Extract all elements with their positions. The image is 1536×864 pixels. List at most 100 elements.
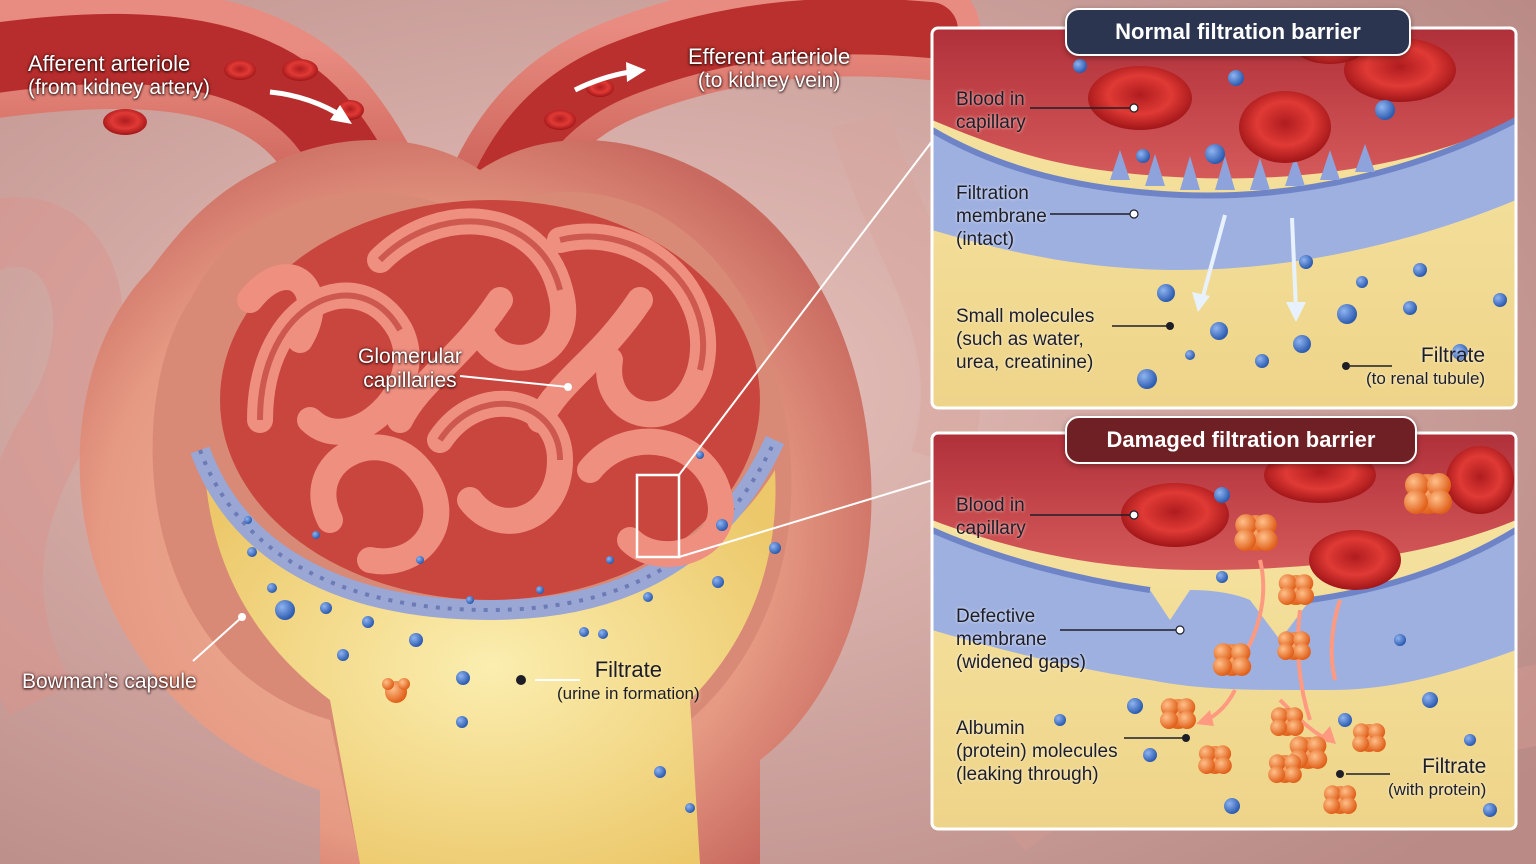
small-molecule — [685, 803, 695, 813]
albumin-molecule — [1268, 754, 1302, 783]
small-molecule — [244, 516, 252, 524]
damaged-membrane-line1: Defective — [956, 606, 1036, 627]
small-molecule — [696, 451, 704, 459]
small-molecule — [654, 766, 666, 778]
damaged-filtrate-label: Filtrate (with protein) — [1388, 755, 1486, 801]
normal-filtrate-label: Filtrate (to renal tubule) — [1366, 344, 1485, 390]
damaged-title-text: Damaged filtration barrier — [1106, 427, 1376, 452]
small-molecule — [1228, 70, 1244, 86]
small-molecule — [606, 556, 614, 564]
small-molecule — [1205, 144, 1225, 164]
small-molecule — [1356, 276, 1368, 288]
small-molecule — [1337, 304, 1357, 324]
normal-title-text: Normal filtration barrier — [1115, 19, 1361, 44]
small-molecule — [1299, 255, 1313, 269]
damaged-albumin-line3: (leaking through) — [956, 764, 1099, 785]
glomerular-capillaries-label: Glomerular capillaries — [358, 345, 462, 393]
normal-membrane-line2: membrane — [956, 206, 1047, 227]
albumin-molecule — [1352, 723, 1386, 752]
small-molecule — [598, 629, 608, 639]
albumin-molecule — [1234, 514, 1278, 551]
filtrate-fluid — [205, 470, 776, 864]
efferent-flow-arrowhead — [626, 62, 646, 82]
bowmans-capsule-label: Bowman’s capsule — [22, 670, 197, 694]
small-molecule — [1394, 634, 1406, 646]
afferent-line2: (from kidney artery) — [28, 76, 211, 99]
damaged-blood-label: Blood in capillary — [956, 494, 1026, 540]
damaged-membrane-label: Defective membrane (widened gaps) — [956, 605, 1086, 674]
small-molecule — [409, 633, 423, 647]
normal-blood-line1: Blood in — [956, 89, 1025, 110]
normal-panel-title: Normal filtration barrier — [1065, 8, 1411, 56]
albumin-molecule — [1212, 643, 1252, 677]
zoom-connector-top — [678, 139, 934, 476]
small-molecule — [579, 627, 589, 637]
damaged-membrane-line3: (widened gaps) — [956, 652, 1086, 673]
small-molecule — [1493, 293, 1507, 307]
glomerular-line1: Glomerular — [358, 345, 462, 368]
damaged-albumin-line1: Albumin — [956, 718, 1025, 739]
small-molecule — [320, 602, 332, 614]
damaged-leader-lines — [1030, 514, 1390, 775]
small-molecule — [1293, 335, 1311, 353]
normal-membrane-label: Filtration membrane (intact) — [956, 182, 1047, 251]
small-molecule — [466, 596, 474, 604]
small-molecule — [536, 586, 544, 594]
bowmans-capsule-text: Bowman’s capsule — [22, 670, 197, 693]
small-molecule — [1157, 284, 1175, 302]
damaged-blood-line1: Blood in — [956, 495, 1025, 516]
small-molecule — [1137, 369, 1157, 389]
small-molecule — [1422, 692, 1438, 708]
normal-small-line1: Small molecules — [956, 306, 1095, 327]
zoom-connector-bottom — [678, 479, 934, 558]
damaged-blood-line2: capillary — [956, 518, 1026, 539]
small-molecule — [1413, 263, 1427, 277]
small-molecule — [643, 592, 653, 602]
efferent-line2: (to kidney vein) — [697, 69, 841, 92]
small-molecule — [456, 716, 468, 728]
small-molecule — [1216, 571, 1228, 583]
small-molecule — [1375, 100, 1395, 120]
small-molecule — [1464, 734, 1476, 746]
normal-membrane-line3: (intact) — [956, 229, 1015, 250]
small-molecule — [1143, 748, 1157, 762]
small-molecule — [1185, 350, 1195, 360]
main-leader-lines — [192, 375, 580, 681]
main-albumin-molecule — [382, 678, 410, 703]
normal-blood-label: Blood in capillary — [956, 88, 1026, 134]
small-molecule — [1054, 714, 1066, 726]
albumin-molecule — [1278, 574, 1314, 605]
main-filtrate-line1: Filtrate — [594, 657, 662, 682]
small-molecule — [1127, 698, 1143, 714]
small-molecule — [716, 519, 728, 531]
small-molecule — [1255, 354, 1269, 368]
small-molecule — [1403, 301, 1417, 315]
filtrate-small-molecules — [244, 451, 781, 813]
damaged-albumin-label: Albumin (protein) molecules (leaking thr… — [956, 717, 1118, 786]
small-molecule — [337, 649, 349, 661]
damaged-membrane-line2: membrane — [956, 629, 1047, 650]
small-molecule — [275, 600, 295, 620]
albumin-molecule — [1270, 707, 1304, 736]
small-molecule — [267, 583, 277, 593]
background-vessel — [0, 197, 124, 716]
damaged-panel — [932, 433, 1516, 829]
albumin-molecule — [1404, 473, 1452, 514]
small-molecule — [416, 556, 424, 564]
normal-small-line3: urea, creatinine) — [956, 352, 1094, 373]
afferent-flow-arrowhead — [330, 105, 352, 124]
main-filtrate-label: Filtrate (urine in formation) — [557, 658, 700, 706]
small-molecule — [1224, 798, 1240, 814]
damaged-panel-title: Damaged filtration barrier — [1065, 416, 1417, 464]
normal-blood-line2: capillary — [956, 112, 1026, 133]
normal-filtrate-line2: (to renal tubule) — [1366, 369, 1486, 388]
small-molecule — [1136, 149, 1150, 163]
efferent-arteriole-label: Efferent arteriole (to kidney vein) — [688, 45, 850, 93]
zoom-box — [635, 473, 681, 559]
normal-leader-lines — [1030, 107, 1392, 367]
background-vessel — [831, 111, 981, 469]
normal-filtrate-line1: Filtrate — [1420, 344, 1486, 367]
albumin-molecule — [1160, 698, 1196, 729]
efferent-flow-arrow — [573, 69, 631, 93]
normal-small-line2: (such as water, — [956, 329, 1084, 350]
